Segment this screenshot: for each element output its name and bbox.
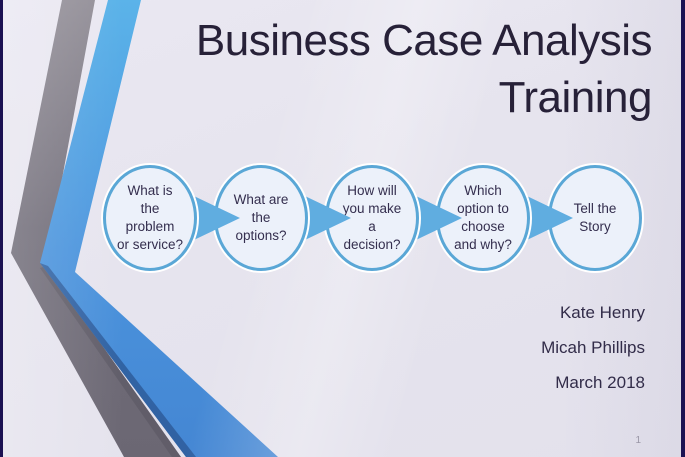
process-step-4-label: Which option to choose and why? [454, 183, 512, 252]
credits-block: Kate Henry Micah Phillips March 2018 [541, 295, 645, 400]
gray-ribbon-edge-shadow [40, 266, 181, 457]
slide-border-right [681, 0, 685, 457]
blue-ribbon-shape [40, 0, 278, 457]
process-step-2-label: What are the options? [233, 192, 289, 243]
process-step-3: How will you make a decision? [325, 165, 419, 271]
slide-title: Business Case Analysis Training [195, 16, 653, 122]
process-step-1-label: What is the problem or service? [116, 183, 184, 252]
process-step-3-label: How will you make a decision? [342, 183, 402, 252]
blue-ribbon-edge-shadow [40, 263, 196, 457]
author-name-1: Kate Henry [559, 303, 645, 322]
gray-ribbon-shape [11, 0, 181, 457]
process-step-5: Tell the Story [548, 165, 642, 271]
author-name-2: Micah Phillips [541, 338, 645, 357]
date-text: March 2018 [555, 373, 645, 392]
slide-number: 1 [635, 435, 641, 446]
slide-border-left [0, 0, 3, 457]
process-step-1: What is the problem or service? [103, 165, 197, 271]
process-step-5-label: Tell the Story [573, 201, 617, 234]
